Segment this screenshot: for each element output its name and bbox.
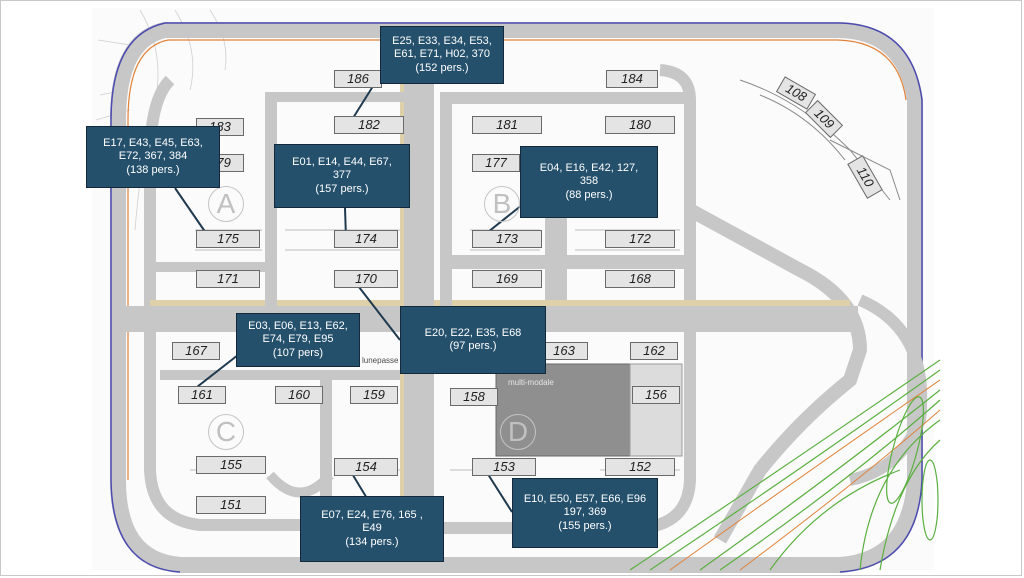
callout-line: (138 pers.) bbox=[126, 163, 180, 176]
ring-road-orange-left bbox=[127, 39, 169, 480]
callout-line: E25, E33, E34, E53, bbox=[392, 34, 492, 47]
callout-line: E04, E16, E42, 127, bbox=[539, 161, 639, 174]
building-162: 162 bbox=[630, 342, 678, 360]
callout-line: 358 bbox=[579, 175, 599, 188]
zone-d: D bbox=[500, 414, 536, 450]
building-155: 155 bbox=[196, 456, 266, 474]
building-184: 184 bbox=[606, 70, 658, 88]
highway-lines bbox=[629, 359, 941, 571]
building-180: 180 bbox=[605, 116, 675, 134]
parking-108-110 bbox=[739, 79, 901, 201]
callout-line: (107 pers) bbox=[272, 346, 324, 359]
callout-line: E74, E79, E95 bbox=[262, 333, 334, 346]
callout-line: E61, E71, H02, 370 bbox=[393, 48, 490, 61]
building-163: 163 bbox=[540, 342, 588, 360]
callout-line: E03, E06, E13, E62, bbox=[248, 319, 348, 332]
callout-line: E49 bbox=[362, 522, 382, 535]
callout-c8: E10, E50, E57, E66, E96 197, 369 (155 pe… bbox=[512, 478, 658, 548]
building-177: 177 bbox=[472, 154, 520, 172]
road-edge-tan bbox=[150, 300, 850, 306]
callout-line: 377 bbox=[332, 169, 352, 182]
callout-line: E01, E14, E44, E67, bbox=[292, 155, 392, 168]
callout-line: (134 pers.) bbox=[345, 535, 399, 548]
callout-c4: E04, E16, E42, 127, 358 (88 pers.) bbox=[520, 146, 658, 218]
callout-line: E20, E22, E35, E68 bbox=[424, 326, 522, 339]
building-154: 154 bbox=[334, 458, 398, 476]
building-158: 158 bbox=[450, 388, 498, 406]
inner-road-left bbox=[144, 75, 420, 531]
ring-road-orange bbox=[168, 39, 907, 101]
callout-c7: E07, E24, E76, 165 , E49 (134 pers.) bbox=[300, 496, 444, 562]
callout-c2: E17, E43, E45, E63, E72, 367, 384 (138 p… bbox=[86, 126, 220, 188]
building-174: 174 bbox=[334, 230, 398, 248]
road-b bbox=[440, 92, 452, 307]
callout-line: E07, E24, E76, 165 , bbox=[321, 508, 423, 521]
east-ramp bbox=[686, 203, 868, 544]
zone-c: C bbox=[208, 414, 244, 450]
building-173: 173 bbox=[472, 230, 542, 248]
zone-b: B bbox=[484, 186, 520, 222]
building-170: 170 bbox=[334, 270, 398, 288]
callout-line: (155 pers.) bbox=[558, 519, 612, 532]
building-153: 153 bbox=[472, 458, 536, 476]
building-161: 161 bbox=[178, 386, 226, 404]
building-169: 169 bbox=[472, 270, 542, 288]
callout-line: (157 pers.) bbox=[315, 182, 369, 195]
building-159: 159 bbox=[350, 386, 398, 404]
callout-c1: E25, E33, E34, E53, E61, E71, H02, 370 (… bbox=[380, 26, 504, 84]
callout-line: E17, E43, E45, E63, bbox=[103, 136, 203, 149]
callout-line: (152 pers.) bbox=[415, 61, 469, 74]
ring-road-blue-left bbox=[110, 22, 181, 573]
building-167: 167 bbox=[172, 342, 220, 360]
building-172: 172 bbox=[605, 230, 675, 248]
callout-c6: E20, E22, E35, E68 (97 pers.) bbox=[400, 306, 546, 374]
callout-line: E72, 367, 384 bbox=[118, 150, 188, 163]
building-160: 160 bbox=[275, 386, 323, 404]
callout-line: (97 pers.) bbox=[449, 340, 497, 352]
callout-line: 197, 369 bbox=[563, 506, 607, 519]
building-152: 152 bbox=[605, 458, 675, 476]
east-loop bbox=[848, 294, 928, 486]
highway-lines-orange bbox=[669, 379, 941, 571]
road-b2 bbox=[545, 205, 567, 300]
callout-line: E10, E50, E57, E66, E96 bbox=[523, 492, 647, 505]
callout-c5: E03, E06, E13, E62, E74, E79, E95 (107 p… bbox=[236, 313, 360, 367]
building-171: 171 bbox=[196, 270, 260, 288]
ring-road bbox=[110, 22, 923, 573]
callout-line: (88 pers.) bbox=[565, 188, 613, 201]
building-186: 186 bbox=[334, 70, 382, 88]
building-182: 182 bbox=[334, 116, 404, 134]
lunepass-label: lunepasse bbox=[362, 356, 399, 365]
building-181: 181 bbox=[472, 116, 542, 134]
callout-c3: E01, E14, E44, E67, 377 (157 pers.) bbox=[274, 144, 410, 208]
building-151: 151 bbox=[196, 496, 266, 514]
zone-a: A bbox=[208, 186, 244, 222]
building-175: 175 bbox=[196, 230, 260, 248]
building-156: 156 bbox=[632, 386, 680, 404]
multimodal-label: multi-modale bbox=[508, 378, 554, 387]
building-168: 168 bbox=[605, 270, 675, 288]
